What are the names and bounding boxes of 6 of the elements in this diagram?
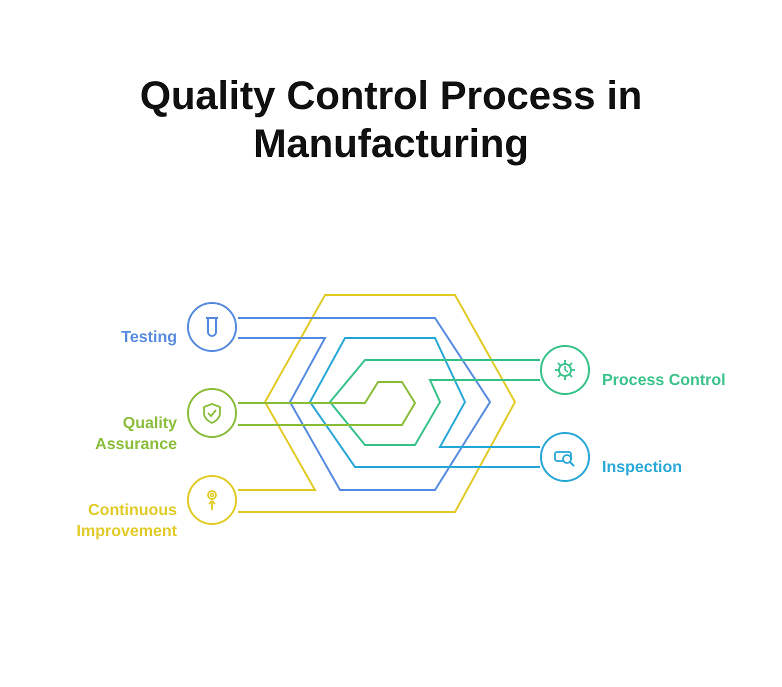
step-label: Quality Assurance xyxy=(94,414,177,455)
step-label: Process Control xyxy=(602,371,727,391)
title: Quality Control Process in Manufacturing xyxy=(138,73,644,168)
step-label: Testing xyxy=(120,328,177,348)
step-label: Continuous Improvement xyxy=(76,501,177,542)
step-label: Inspection xyxy=(602,458,684,478)
